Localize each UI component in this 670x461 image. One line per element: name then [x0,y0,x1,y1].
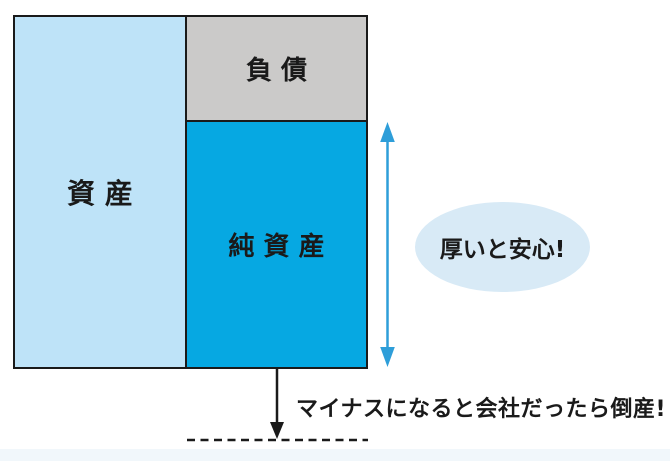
net-assets-label: 純資産 [228,232,334,262]
callout-text: 厚いと安心! [439,237,566,263]
liabilities-block: 負債 [187,17,366,122]
double-arrow-icon [380,122,395,367]
assets-block: 資産 [15,17,187,367]
liabilities-equity-column: 負債 純資産 [187,17,366,367]
net-assets-block: 純資産 [187,122,366,367]
warning-text: マイナスになると会社だったら倒産! [296,397,667,422]
liabilities-label: 負債 [245,56,317,86]
callout-bubble: 厚いと安心! [415,202,590,292]
down-arrow-icon [270,369,284,439]
assets-label: 資産 [67,177,143,210]
balance-sheet-box: 資産 負債 純資産 [13,15,368,369]
bottom-tint-strip [0,449,670,461]
